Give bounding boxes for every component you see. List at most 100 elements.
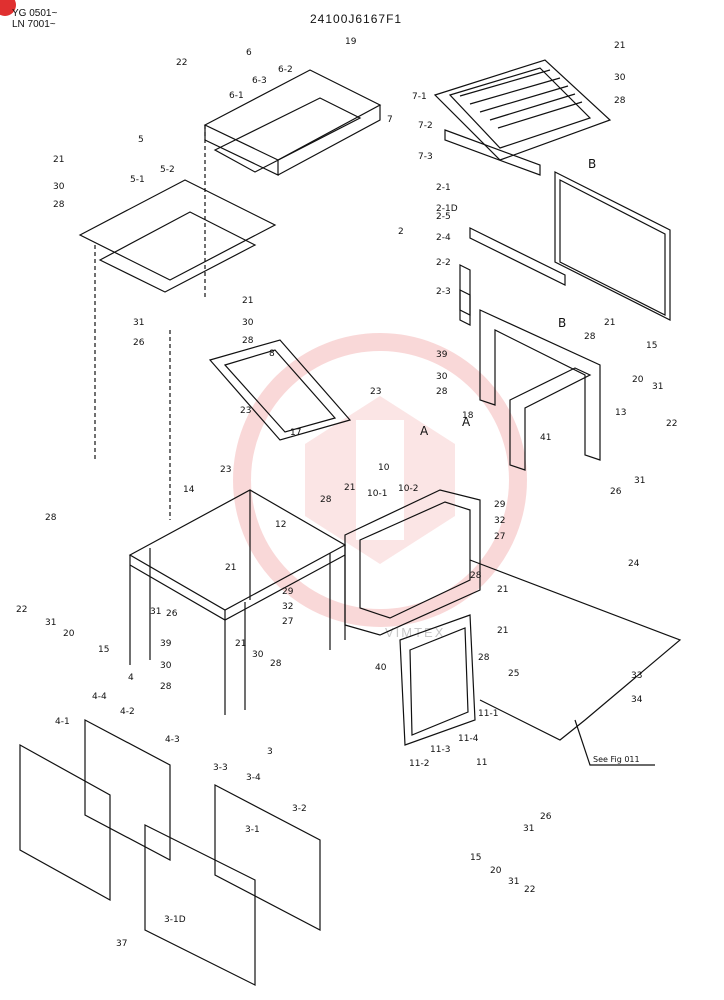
callout: 24: [628, 559, 640, 569]
callout: 8: [269, 349, 275, 359]
callout: 22: [176, 58, 187, 68]
callout: 6-2: [278, 65, 293, 75]
callout: 7-3: [418, 152, 433, 162]
callout: 2-3: [436, 287, 451, 297]
callout: 2-4: [436, 233, 451, 243]
callout: 7-2: [418, 121, 433, 131]
callout: 26: [540, 812, 552, 822]
callout: 5-2: [160, 165, 175, 175]
callout: 11: [476, 758, 487, 768]
callout: 15: [646, 341, 657, 351]
callout: 11-2: [409, 759, 429, 769]
frame-post-41: [509, 367, 592, 471]
callout: 39: [160, 639, 172, 649]
callout: 19: [345, 37, 357, 47]
callout: 40: [375, 663, 387, 673]
callout: 28: [270, 659, 282, 669]
callout: 41: [540, 433, 551, 443]
callout: 6-3: [252, 76, 267, 86]
callout: 12: [275, 520, 286, 530]
serial-range-2: LN 7001~: [12, 19, 56, 30]
callout: 22: [524, 885, 535, 895]
callout: 30: [614, 73, 626, 83]
callout: 21: [225, 563, 236, 573]
callout: 21: [242, 296, 253, 306]
callout: 27: [282, 617, 293, 627]
callout-labels: 19 22 6 6-1 6-3 6-2 21 30 28 7 7-1 7-2 7…: [16, 37, 677, 949]
base-outline: [469, 559, 682, 741]
callout: 4-4: [92, 692, 107, 702]
grille-panel-7: [433, 59, 612, 161]
callout: 28: [470, 571, 482, 581]
callout: 21: [604, 318, 615, 328]
callout: 20: [63, 629, 75, 639]
panel-4-1: [19, 743, 111, 902]
callout: 2-5: [436, 212, 451, 222]
callout: 11-4: [458, 734, 479, 744]
callout: 5-1: [130, 175, 145, 185]
callout: 39: [436, 350, 448, 360]
callout: 28: [584, 332, 596, 342]
panel-11: [399, 614, 476, 746]
callout: 7-1: [412, 92, 427, 102]
callout: 3-2: [292, 804, 307, 814]
callout: 21: [53, 155, 64, 165]
cover-plate-5: [78, 179, 277, 281]
callout: A: [420, 424, 429, 438]
main-frame-14: [128, 489, 347, 611]
callout: 31: [523, 824, 534, 834]
callout: 28: [242, 336, 254, 346]
frame-post-13: [479, 309, 601, 461]
callout: 5: [138, 135, 144, 145]
panel-3-1: [144, 824, 256, 986]
callout: 28: [436, 387, 448, 397]
callout: 37: [116, 939, 127, 949]
watermark-logo: [233, 333, 527, 627]
grille-8: [208, 339, 352, 441]
callout: 28: [320, 495, 332, 505]
callout: 10-1: [367, 489, 387, 499]
callout: 23: [370, 387, 381, 397]
callout: 30: [436, 372, 448, 382]
figure-code: 24100J6167F1: [310, 12, 403, 26]
callout: 31: [45, 618, 56, 628]
callout: 4: [128, 673, 134, 683]
callout: 29: [282, 587, 294, 597]
callout: 15: [98, 645, 109, 655]
callout: 20: [632, 375, 644, 385]
callout: 31: [150, 607, 161, 617]
callout: 21: [614, 41, 625, 51]
callout: 17: [290, 428, 301, 438]
callout: 28: [45, 513, 57, 523]
callout: 11-1: [478, 709, 498, 719]
callout: 30: [160, 661, 172, 671]
corner-marker: [0, 0, 16, 16]
callout: 2: [398, 227, 404, 237]
callout: 23: [240, 406, 251, 416]
callout: 31: [634, 476, 645, 486]
serial-range-1: YG 0501~: [12, 8, 58, 19]
callout: 25: [508, 669, 519, 679]
callout: 7: [387, 115, 393, 125]
callout: 31: [652, 382, 663, 392]
callout: 28: [53, 200, 65, 210]
callout: 10-2: [398, 484, 418, 494]
serial-range: YG 0501~ LN 7001~: [12, 8, 57, 30]
callout: 3-1D: [164, 915, 186, 925]
callout: 32: [282, 602, 293, 612]
callout: 30: [252, 650, 264, 660]
callout: 30: [53, 182, 65, 192]
callout: 21: [235, 639, 246, 649]
callout: 4-3: [165, 735, 180, 745]
callout: 6-1: [229, 91, 244, 101]
callout: 27: [494, 532, 505, 542]
see-fig-reference: See Fig 011: [593, 755, 640, 764]
callout: 2-1: [436, 183, 451, 193]
callout: 2-2: [436, 258, 451, 268]
callout: 18: [462, 411, 474, 421]
callout: 15: [470, 853, 481, 863]
callout: 3-1: [245, 825, 260, 835]
callout: 22: [16, 605, 27, 615]
callout: 21: [497, 626, 508, 636]
